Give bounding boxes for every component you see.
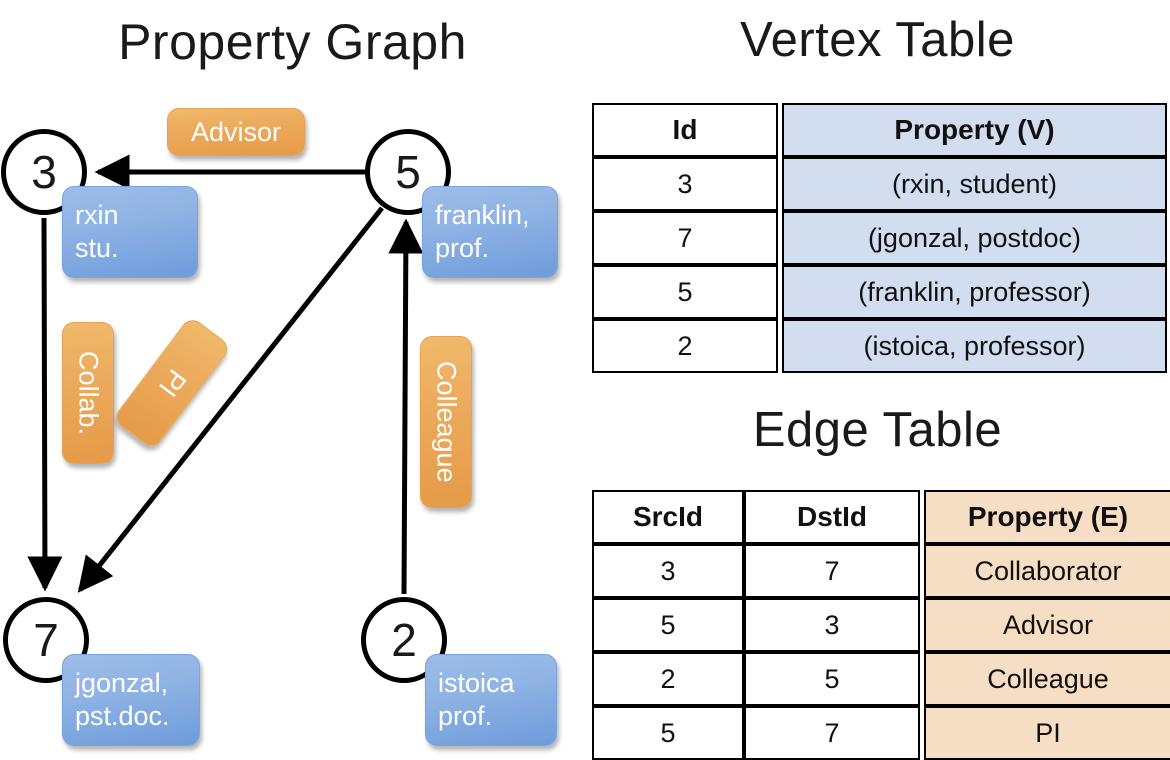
edge-table-column-gap <box>920 544 924 598</box>
graph-node-5[interactable]: 5 <box>365 129 451 215</box>
vertex-property-box-franklin[interactable]: franklin, prof. <box>422 186 558 278</box>
vertex-row-3-property: (istoica, professor) <box>782 319 1167 373</box>
vertex-property-istoica-line2: prof. <box>438 701 493 731</box>
table-row[interactable]: 2 (istoica, professor) <box>592 319 1167 373</box>
table-row[interactable]: 3 7 Collaborator <box>592 544 1170 598</box>
vertex-property-istoica-line1: istoica <box>438 668 515 698</box>
page-title-edge-table: Edge Table <box>752 403 1003 457</box>
edge-property-colleague-label: Colleague <box>431 361 462 483</box>
vertex-property-franklin-line2: prof. <box>435 233 490 263</box>
table-row[interactable]: 5 3 Advisor <box>592 598 1170 652</box>
vertex-property-jgonzal-line1: jgonzal, <box>75 668 169 698</box>
edge-table-column-gap <box>920 706 924 760</box>
edge-row-0-src: 3 <box>592 544 744 598</box>
edge-row-1-property: Advisor <box>924 598 1170 652</box>
table-row[interactable]: 2 5 Colleague <box>592 652 1170 706</box>
vertex-row-2-id: 5 <box>592 265 778 319</box>
table-row[interactable]: 7 (jgonzal, postdoc) <box>592 211 1167 265</box>
vertex-table-header-id: Id <box>592 103 778 157</box>
edge-property-box-collab[interactable]: Collab. <box>62 322 114 464</box>
edge-property-pi-label: PI <box>152 364 193 403</box>
vertex-row-0-id: 3 <box>592 157 778 211</box>
vertex-property-box-rxin[interactable]: rxin stu. <box>62 186 198 278</box>
graph-node-2[interactable]: 2 <box>361 597 447 683</box>
graph-edge-lines <box>27 154 424 595</box>
graph-node-5-label: 5 <box>395 146 421 198</box>
table-row[interactable]: 5 7 PI <box>592 706 1170 760</box>
edge-property-box-advisor[interactable]: Advisor <box>167 108 305 156</box>
edge-row-2-dst: 5 <box>744 652 920 706</box>
edge-line-5-to-7 <box>77 206 384 593</box>
vertex-row-3-id: 2 <box>592 319 778 373</box>
vertex-property-rxin-line2: stu. <box>75 233 119 263</box>
table-row[interactable]: 5 (franklin, professor) <box>592 265 1167 319</box>
vertex-property-box-jgonzal[interactable]: jgonzal, pst.doc. <box>62 654 200 746</box>
edge-table-column-gap <box>920 652 924 706</box>
edge-property-advisor-label: Advisor <box>190 116 282 147</box>
vertex-row-2-property: (franklin, professor) <box>782 265 1167 319</box>
edge-table: SrcId DstId Property (E) 3 7 Collaborato… <box>592 490 1170 760</box>
vertex-property-franklin-line1: franklin, <box>435 200 530 230</box>
vertex-row-1-property: (jgonzal, postdoc) <box>782 211 1167 265</box>
edge-property-collab-label: Collab. <box>73 350 104 436</box>
property-graph-diagram: 3 5 7 2 rxin stu. franklin, prof. jgonza… <box>1 108 558 746</box>
edge-property-box-colleague[interactable]: Colleague <box>420 336 472 508</box>
edge-row-0-dst: 7 <box>744 544 920 598</box>
graph-node-3-label: 3 <box>31 146 57 198</box>
edge-table-column-gap <box>920 598 924 652</box>
edge-row-3-src: 5 <box>592 706 744 760</box>
graph-node-2-label: 2 <box>391 614 417 666</box>
vertex-property-rxin-line1: rxin <box>75 200 119 230</box>
edge-row-1-src: 5 <box>592 598 744 652</box>
vertex-table-header-row: Id Property (V) <box>592 103 1167 157</box>
edge-row-3-dst: 7 <box>744 706 920 760</box>
vertex-table: Id Property (V) 3 (rxin, student) 7 (jgo… <box>592 103 1167 373</box>
edge-table-header-dstid: DstId <box>744 490 920 544</box>
page-title-property-graph: Property Graph <box>118 14 467 70</box>
vertex-table-column-gap <box>778 265 782 319</box>
vertex-table-column-gap <box>778 319 782 373</box>
vertex-table-column-gap <box>778 103 782 157</box>
edge-table-column-gap <box>920 490 924 544</box>
page-title-vertex-table: Vertex Table <box>740 13 1015 67</box>
vertex-row-1-id: 7 <box>592 211 778 265</box>
edge-row-2-property: Colleague <box>924 652 1170 706</box>
vertex-table-header-property: Property (V) <box>782 103 1167 157</box>
edge-line-3-to-7 <box>27 217 63 592</box>
table-row[interactable]: 3 (rxin, student) <box>592 157 1167 211</box>
edge-row-3-property: PI <box>924 706 1170 760</box>
vertex-property-box-istoica[interactable]: istoica prof. <box>425 654 557 746</box>
graph-node-7-label: 7 <box>33 614 59 666</box>
edge-table-header-srcid: SrcId <box>592 490 744 544</box>
edge-row-2-src: 2 <box>592 652 744 706</box>
edge-row-0-property: Collaborator <box>924 544 1170 598</box>
vertex-table-column-gap <box>778 157 782 211</box>
vertex-row-0-property: (rxin, student) <box>782 157 1167 211</box>
edge-table-header-row: SrcId DstId Property (E) <box>592 490 1170 544</box>
vertex-table-column-gap <box>778 211 782 265</box>
vertex-property-jgonzal-line2: pst.doc. <box>75 701 170 731</box>
edge-table-header-property: Property (E) <box>924 490 1170 544</box>
edge-line-2-to-5 <box>388 218 424 595</box>
edge-row-1-dst: 3 <box>744 598 920 652</box>
